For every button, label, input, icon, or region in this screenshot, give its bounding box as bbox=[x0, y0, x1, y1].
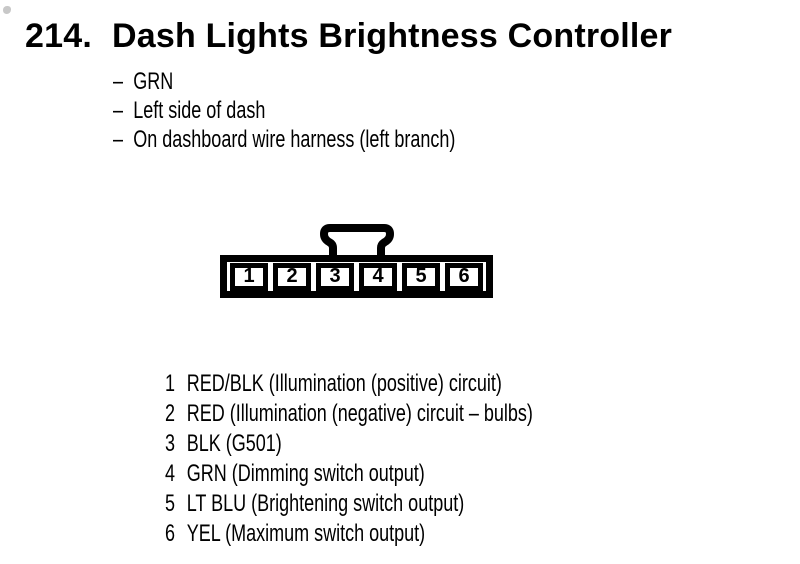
connector-pin-3: 3 bbox=[316, 262, 354, 291]
pin-list-row: 3 BLK (G501) bbox=[165, 429, 533, 459]
pin-cavity-number: 5 bbox=[415, 265, 427, 287]
page-title-text: Dash Lights Brightness Controller bbox=[111, 17, 673, 55]
note-text: Left side of dash bbox=[133, 97, 266, 124]
note-line: –Left side of dash bbox=[113, 96, 455, 125]
note-line: –GRN bbox=[113, 67, 455, 96]
pin-number: 6 bbox=[165, 520, 176, 547]
note-line: –On dashboard wire harness (left branch) bbox=[113, 125, 455, 154]
pin-cavity-number: 6 bbox=[458, 265, 470, 287]
pin-number: 3 bbox=[165, 430, 176, 457]
pin-list-row: 5 LT BLU (Brightening switch output) bbox=[165, 489, 533, 519]
pin-cavity-number: 1 bbox=[243, 265, 255, 287]
scan-artifact bbox=[3, 6, 11, 14]
pin-list-row: 4 GRN (Dimming switch output) bbox=[165, 459, 533, 489]
pin-description: LT BLU (Brightening switch output) bbox=[186, 490, 465, 517]
connector-pin-4: 4 bbox=[359, 262, 397, 291]
location-notes: –GRN –Left side of dash –On dashboard wi… bbox=[113, 67, 455, 154]
page-title: 214. Dash Lights Brightness Controller bbox=[25, 16, 672, 56]
pin-description: BLK (G501) bbox=[186, 430, 282, 457]
pin-description: RED/BLK (Illumination (positive) circuit… bbox=[186, 370, 502, 397]
note-text: On dashboard wire harness (left branch) bbox=[133, 126, 456, 153]
connector-diagram: 1 2 3 4 5 6 bbox=[220, 255, 493, 298]
note-dash: – bbox=[113, 68, 124, 95]
connector-pin-1: 1 bbox=[230, 262, 268, 291]
pin-cavity-number: 3 bbox=[329, 265, 341, 287]
pin-number: 4 bbox=[165, 460, 176, 487]
pin-cavity-number: 2 bbox=[286, 265, 298, 287]
note-dash: – bbox=[113, 97, 124, 124]
note-text: GRN bbox=[133, 68, 174, 95]
pin-number: 1 bbox=[165, 370, 176, 397]
connector-pin-5: 5 bbox=[402, 262, 440, 291]
connector-pin-6: 6 bbox=[445, 262, 483, 291]
pin-list-row: 6 YEL (Maximum switch output) bbox=[165, 519, 533, 549]
pin-description: GRN (Dimming switch output) bbox=[186, 460, 425, 487]
pin-cavity-number: 4 bbox=[372, 265, 384, 287]
note-dash: – bbox=[113, 126, 124, 153]
pin-description-list: 1 RED/BLK (Illumination (positive) circu… bbox=[165, 369, 533, 549]
pin-number: 5 bbox=[165, 490, 176, 517]
pin-number: 2 bbox=[165, 400, 176, 427]
item-number: 214. bbox=[25, 17, 92, 55]
pin-description: YEL (Maximum switch output) bbox=[186, 520, 426, 547]
pin-list-row: 1 RED/BLK (Illumination (positive) circu… bbox=[165, 369, 533, 399]
pin-list-row: 2 RED (Illumination (negative) circuit –… bbox=[165, 399, 533, 429]
pin-description: RED (Illumination (negative) circuit – b… bbox=[186, 400, 533, 427]
connector-pin-2: 2 bbox=[273, 262, 311, 291]
connector-latch-tab-icon bbox=[319, 224, 395, 259]
